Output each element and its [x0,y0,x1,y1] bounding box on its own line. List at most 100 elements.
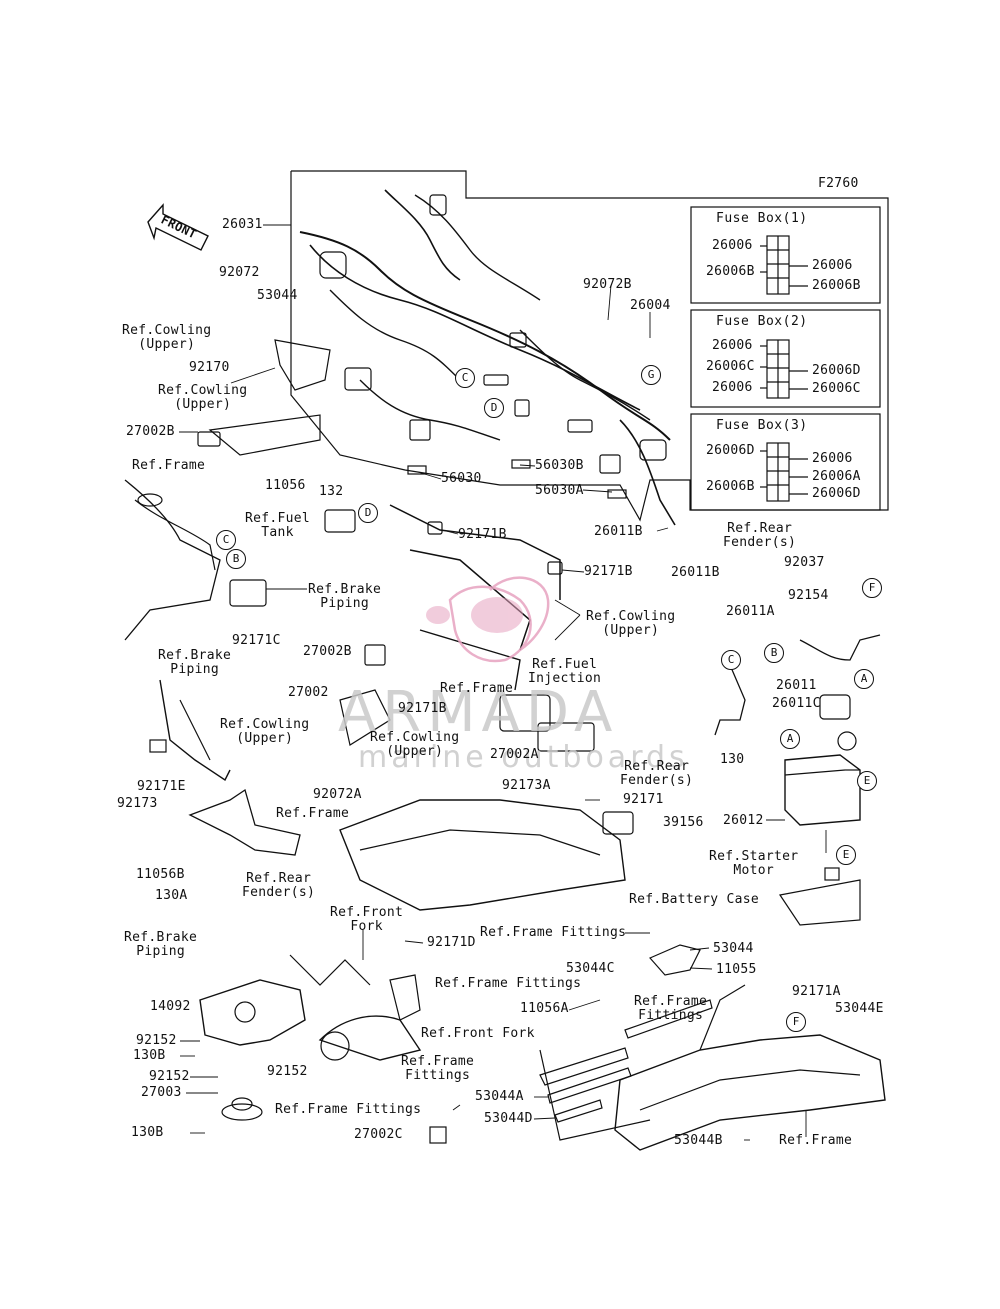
part-label: 132 [319,484,344,499]
part-label: 11056A [520,1001,569,1016]
marker-c: C [721,650,741,670]
marker-e: E [857,771,877,791]
ref-label: Ref.Fuel Injection [528,657,602,686]
part-label: 26011B [671,565,720,580]
part-label: 53044E [835,1001,884,1016]
part-label: 92072 [219,265,260,280]
ref-label: Ref.Frame Fittings [401,1054,475,1083]
part-label: 92171B [584,564,633,579]
watermark-tagline: marine outboards [358,740,689,775]
watermark-brand: ARMADA [338,680,619,745]
marker-d: D [358,503,378,523]
part-label: 53044C [566,961,615,976]
part-label: 56030B [535,458,584,473]
part-label: 130B [131,1125,164,1140]
part-label: 92171 [623,792,664,807]
part-label: 92037 [784,555,825,570]
marker-b: B [226,549,246,569]
part-label: 92173A [502,778,551,793]
part-label: 39156 [663,815,704,830]
marker-d: D [484,398,504,418]
marker-c: C [216,530,236,550]
part-label: 92171E [137,779,186,794]
fuse-box-3-title: Fuse Box(3) [716,418,808,433]
part-label: 26011C [772,696,821,711]
marker-a: A [780,729,800,749]
part-label: 27003 [141,1085,182,1100]
marker-c: C [455,368,475,388]
part-label: 92171C [232,633,281,648]
fuse-box-1-left-1: 26006B [706,264,755,279]
part-label: 53044 [257,288,298,303]
ref-label: Ref.Rear Fender(s) [242,871,316,900]
part-label: 26011 [776,678,817,693]
part-label: 92171D [427,935,476,950]
fuse-box-2-right-0: 26006D [812,363,861,378]
fuse-box-3-left-1: 26006B [706,479,755,494]
part-label: 56030 [441,471,482,486]
ref-label: Ref.Battery Case [629,892,760,907]
marker-e: E [836,845,856,865]
ref-label: Ref.Cowling (Upper) [158,383,248,412]
ref-label: Ref.Frame Fittings [634,994,708,1023]
fuse-box-2-title: Fuse Box(2) [716,314,808,329]
ref-label: Ref.Front Fork [330,905,404,934]
part-label: 92173 [117,796,158,811]
fuse-box-1-left-0: 26006 [712,238,753,253]
part-label: 27002A [490,747,539,762]
ref-label: Ref.Frame Fittings [275,1102,422,1117]
fuse-box-2-right-1: 26006C [812,381,861,396]
fuse-box-1-right-1: 26006B [812,278,861,293]
part-label: 26004 [630,298,671,313]
ref-label: Ref.Cowling (Upper) [122,323,212,352]
part-label: 11056B [136,867,185,882]
part-label: 92152 [149,1069,190,1084]
part-label: 53044A [475,1089,524,1104]
ref-label: Ref.Frame Fittings [480,925,627,940]
ref-label: Ref.Brake Piping [158,648,232,677]
ref-label: Ref.Frame [440,681,514,696]
part-label: 27002B [126,424,175,439]
part-label: 11055 [716,962,757,977]
ref-label: Ref.Frame [276,806,350,821]
marker-a: A [854,669,874,689]
ref-label: Ref.Brake Piping [124,930,198,959]
marker-f: F [862,578,882,598]
part-label: 92072B [583,277,632,292]
part-label: 92152 [267,1064,308,1079]
fuse-box-2-left-1: 26006C [706,359,755,374]
part-label: 53044D [484,1111,533,1126]
part-label: 27002 [288,685,329,700]
ref-label: Ref.Front Fork [421,1026,535,1041]
part-label: 27002C [354,1127,403,1142]
ref-label: Ref.Brake Piping [308,582,382,611]
part-label: 92171B [398,701,447,716]
fuse-box-2-left-2: 26006 [712,380,753,395]
ref-label: Ref.Rear Fender(s) [723,521,797,550]
part-label: 92170 [189,360,230,375]
part-label: 26011A [726,604,775,619]
ref-label: Ref.Cowling (Upper) [586,609,676,638]
ref-label: Ref.Frame [132,458,206,473]
fuse-box-1-right-0: 26006 [812,258,853,273]
part-label: 26012 [723,813,764,828]
part-label: 53044 [713,941,754,956]
fuse-box-3-right-0: 26006 [812,451,853,466]
marker-b: B [764,643,784,663]
part-label: 26011B [594,524,643,539]
part-label: 11056 [265,478,306,493]
marker-g: G [641,365,661,385]
part-label: 92152 [136,1033,177,1048]
ref-label: Ref.Fuel Tank [245,511,311,540]
ref-label: Ref.Frame Fittings [435,976,582,991]
part-label: 56030A [535,483,584,498]
fuse-box-2-left-0: 26006 [712,338,753,353]
marker-f: F [786,1012,806,1032]
part-label: 27002B [303,644,352,659]
ref-label: Ref.Rear Fender(s) [620,759,694,788]
ref-label: Ref.Cowling (Upper) [220,717,310,746]
part-label: 92154 [788,588,829,603]
fuse-box-1-title: Fuse Box(1) [716,211,808,226]
part-label: 92171A [792,984,841,999]
